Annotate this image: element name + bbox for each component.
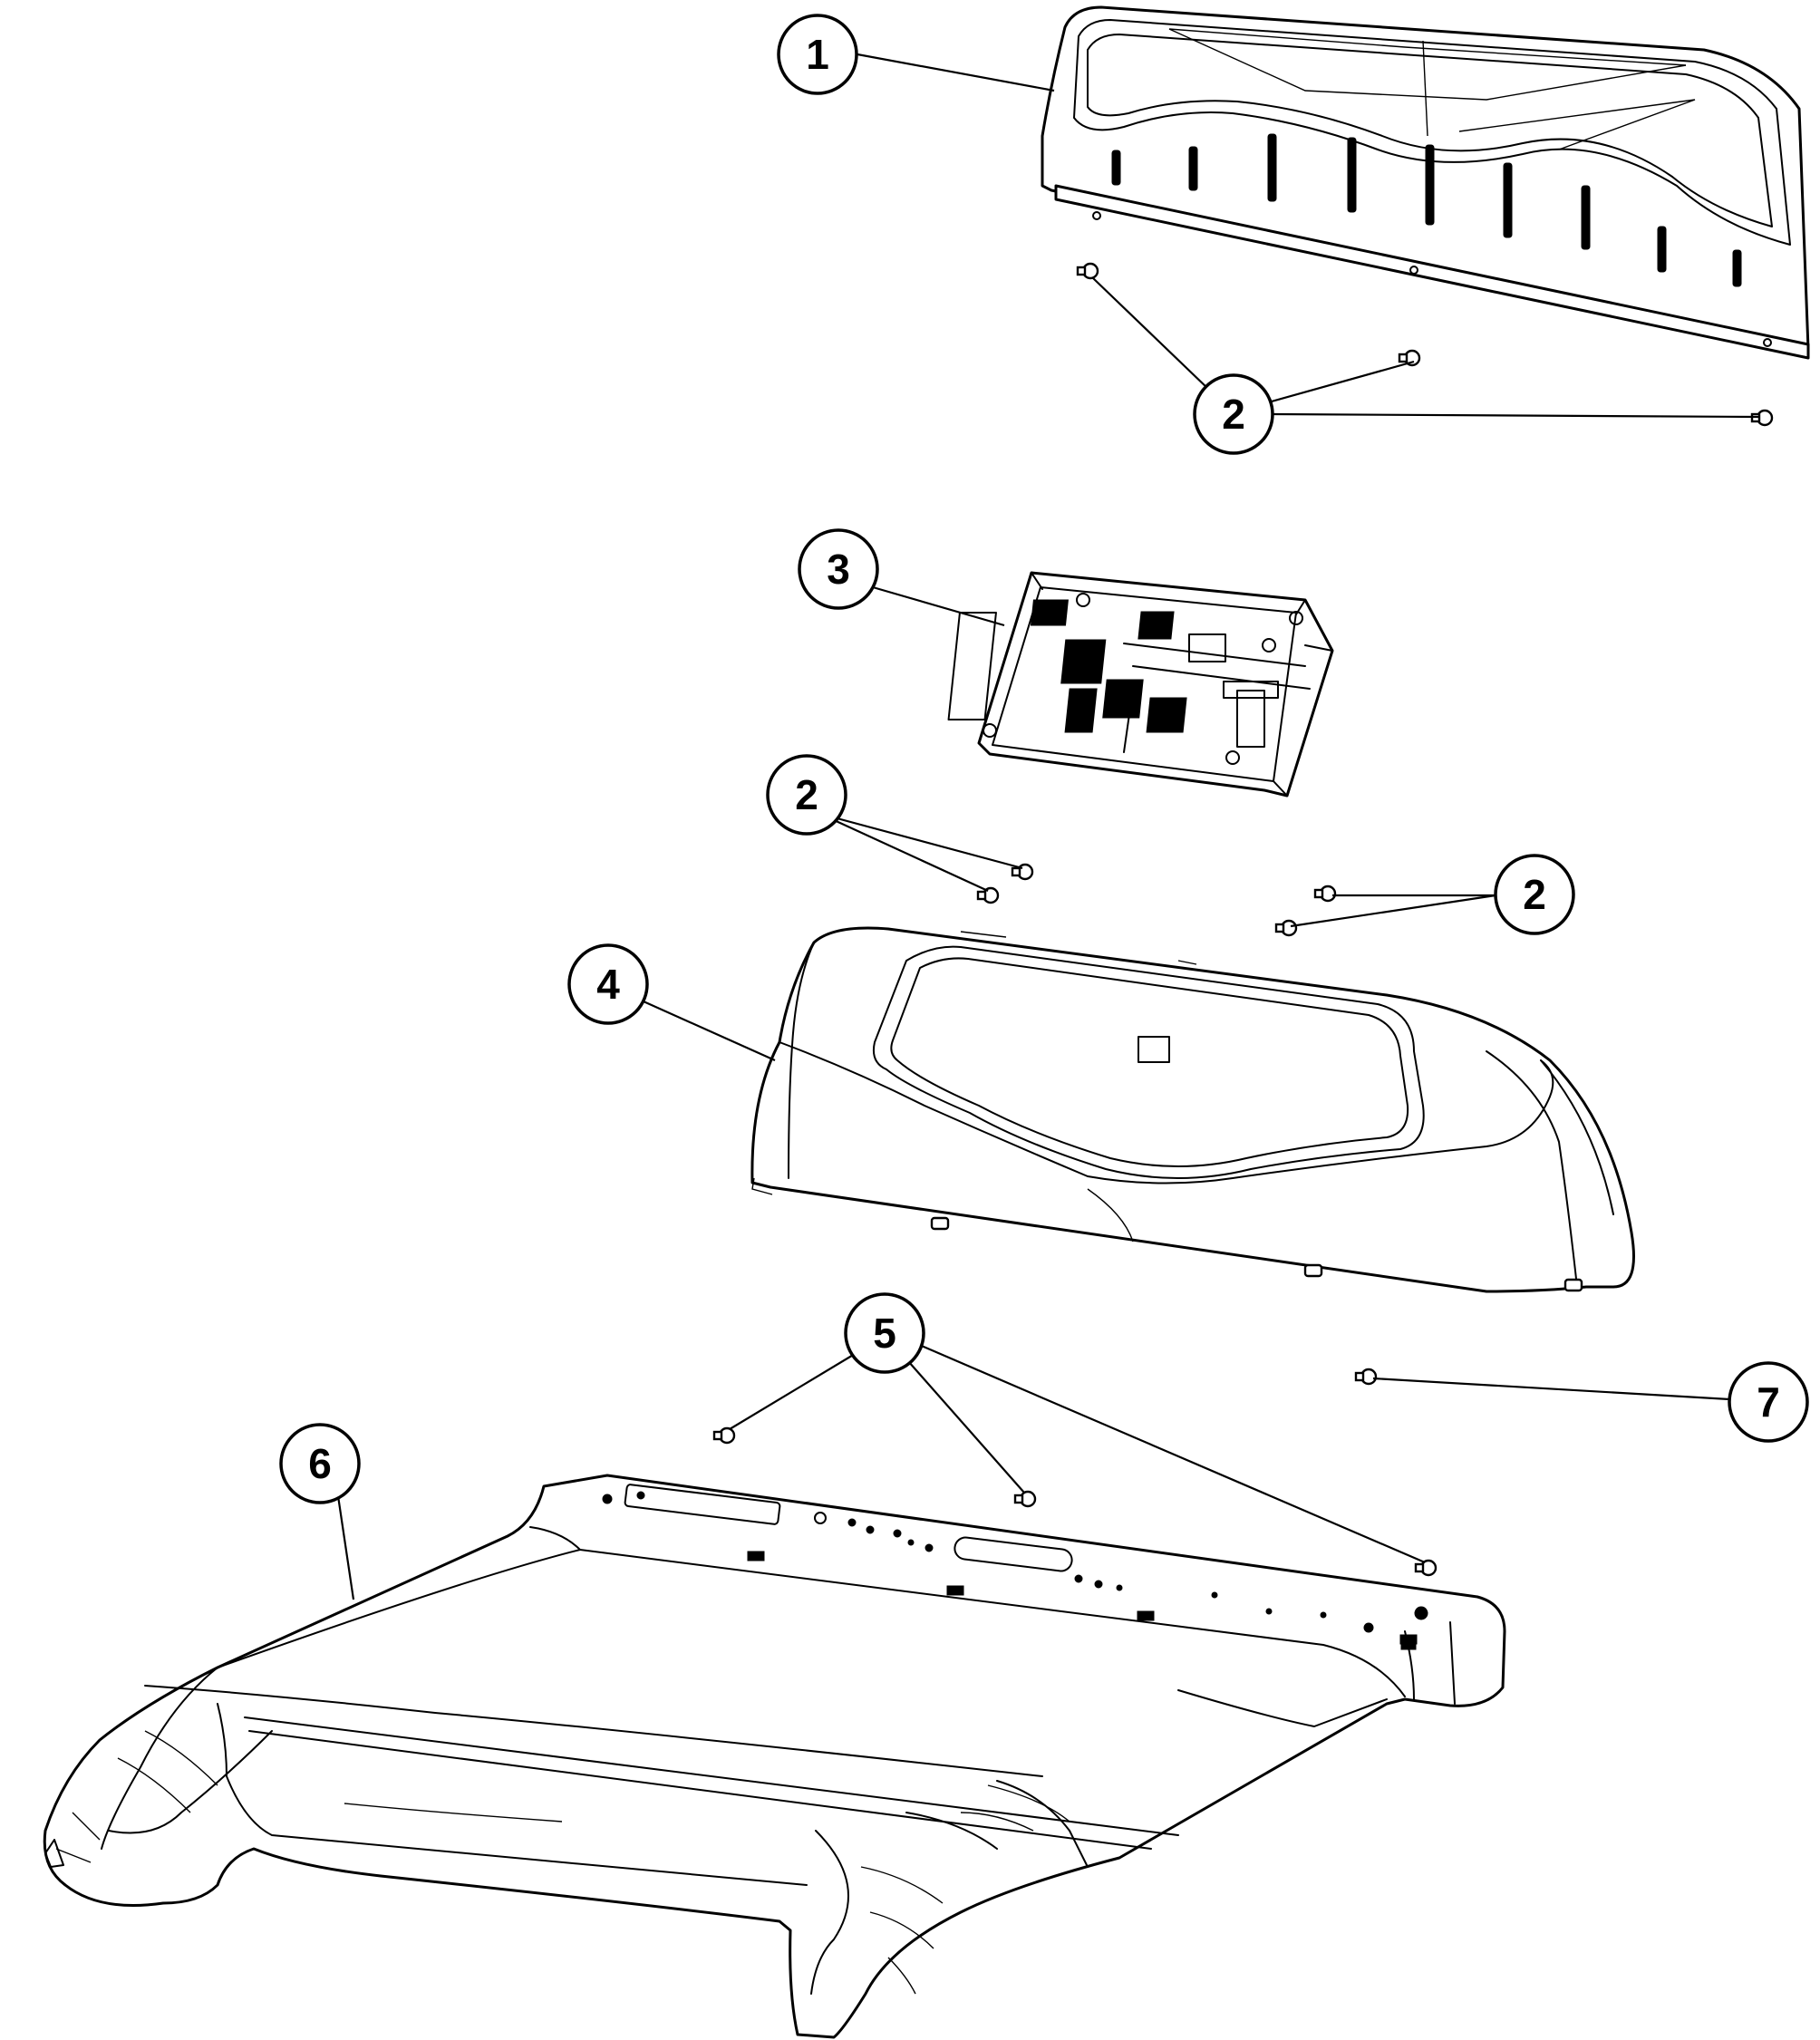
screws-group-b xyxy=(976,863,1337,937)
part-4-control-panel-front xyxy=(750,926,1635,1293)
callout-7: 7 xyxy=(1728,1361,1809,1443)
part-6-top-cover xyxy=(43,1474,1506,2039)
callout-5-label: 5 xyxy=(873,1310,896,1357)
part-3-control-board xyxy=(947,571,1334,798)
callout-2-top-label: 2 xyxy=(1222,391,1245,438)
callout-3-label: 3 xyxy=(827,546,850,593)
callout-7-label: 7 xyxy=(1757,1378,1780,1426)
callout-6-label: 6 xyxy=(308,1440,332,1487)
callout-2-left-label: 2 xyxy=(795,771,818,818)
callout-2-left: 2 xyxy=(766,754,847,836)
callout-1: 1 xyxy=(777,14,858,95)
callout-1-label: 1 xyxy=(806,31,829,78)
vent-slots xyxy=(1111,133,1742,287)
leader-lines xyxy=(335,53,1759,1600)
part-1-control-panel-housing xyxy=(1041,5,1810,360)
callout-4-label: 4 xyxy=(596,961,620,1008)
callout-2-right-label: 2 xyxy=(1523,871,1546,918)
callout-2-top: 2 xyxy=(1193,373,1274,455)
screws-group-c xyxy=(712,1368,1438,1577)
callout-4: 4 xyxy=(567,943,649,1025)
callout-6: 6 xyxy=(279,1423,361,1504)
callout-5: 5 xyxy=(844,1292,925,1374)
callout-3: 3 xyxy=(798,528,879,610)
callout-2-right: 2 xyxy=(1494,854,1575,935)
